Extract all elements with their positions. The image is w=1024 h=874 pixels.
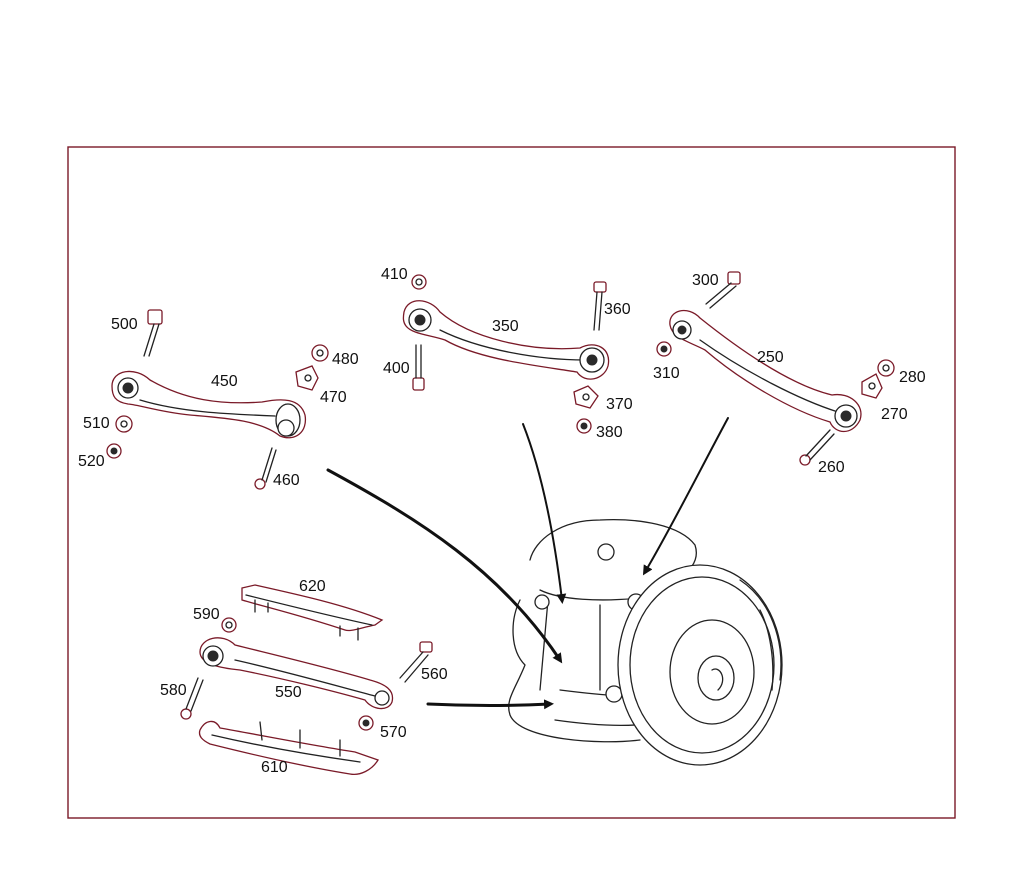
label-370: 370 — [606, 396, 633, 413]
plate-270[interactable] — [861, 373, 883, 399]
label-400: 400 — [383, 360, 410, 377]
label-620: 620 — [299, 578, 326, 595]
cover-620[interactable] — [241, 584, 384, 641]
cover-610[interactable] — [198, 720, 379, 776]
label-460: 460 — [273, 472, 300, 489]
label-350: 350 — [492, 318, 519, 335]
label-550: 550 — [275, 684, 302, 701]
nut-380[interactable] — [576, 418, 592, 434]
plate-470[interactable] — [295, 365, 319, 391]
axle-assembly — [508, 519, 783, 766]
label-450: 450 — [211, 373, 238, 390]
label-310: 310 — [653, 365, 680, 382]
label-520: 520 — [78, 453, 105, 470]
bolt-400[interactable] — [412, 344, 425, 391]
bolt-580[interactable] — [180, 677, 204, 720]
diagram-frame — [67, 146, 956, 819]
nut-310[interactable] — [656, 341, 672, 357]
arrow-350 — [522, 423, 567, 604]
label-300: 300 — [692, 272, 719, 289]
label-500: 500 — [111, 316, 138, 333]
label-470: 470 — [320, 389, 347, 406]
label-270: 270 — [881, 406, 908, 423]
nut-520[interactable] — [106, 443, 122, 459]
control-arm-250[interactable] — [669, 309, 862, 433]
washer-480[interactable] — [311, 344, 329, 362]
control-arm-550[interactable] — [199, 637, 394, 710]
label-570: 570 — [380, 724, 407, 741]
bolt-360[interactable] — [593, 281, 607, 331]
control-arm-350[interactable] — [402, 300, 610, 380]
control-arm-450[interactable] — [111, 370, 307, 439]
bolt-500[interactable] — [143, 309, 163, 357]
bolt-260[interactable] — [799, 429, 835, 466]
label-480: 480 — [332, 351, 359, 368]
label-360: 360 — [604, 301, 631, 318]
label-280: 280 — [899, 369, 926, 386]
plate-370[interactable] — [573, 385, 599, 409]
nut-570[interactable] — [358, 715, 374, 731]
nut-410[interactable] — [411, 274, 427, 290]
arrow-250 — [642, 417, 729, 576]
label-510: 510 — [83, 415, 110, 432]
label-590: 590 — [193, 606, 220, 623]
arrow-450 — [326, 468, 563, 664]
label-380: 380 — [596, 424, 623, 441]
label-580: 580 — [160, 682, 187, 699]
label-610: 610 — [261, 759, 288, 776]
label-250: 250 — [757, 349, 784, 366]
bolt-460[interactable] — [254, 447, 277, 490]
label-410: 410 — [381, 266, 408, 283]
arrow-550 — [426, 699, 554, 710]
washer-590[interactable] — [221, 617, 237, 633]
label-560: 560 — [421, 666, 448, 683]
washer-280[interactable] — [877, 359, 895, 377]
bolt-300[interactable] — [705, 271, 741, 309]
label-260: 260 — [818, 459, 845, 476]
bolt-560[interactable] — [399, 641, 433, 683]
washer-510[interactable] — [115, 415, 133, 433]
